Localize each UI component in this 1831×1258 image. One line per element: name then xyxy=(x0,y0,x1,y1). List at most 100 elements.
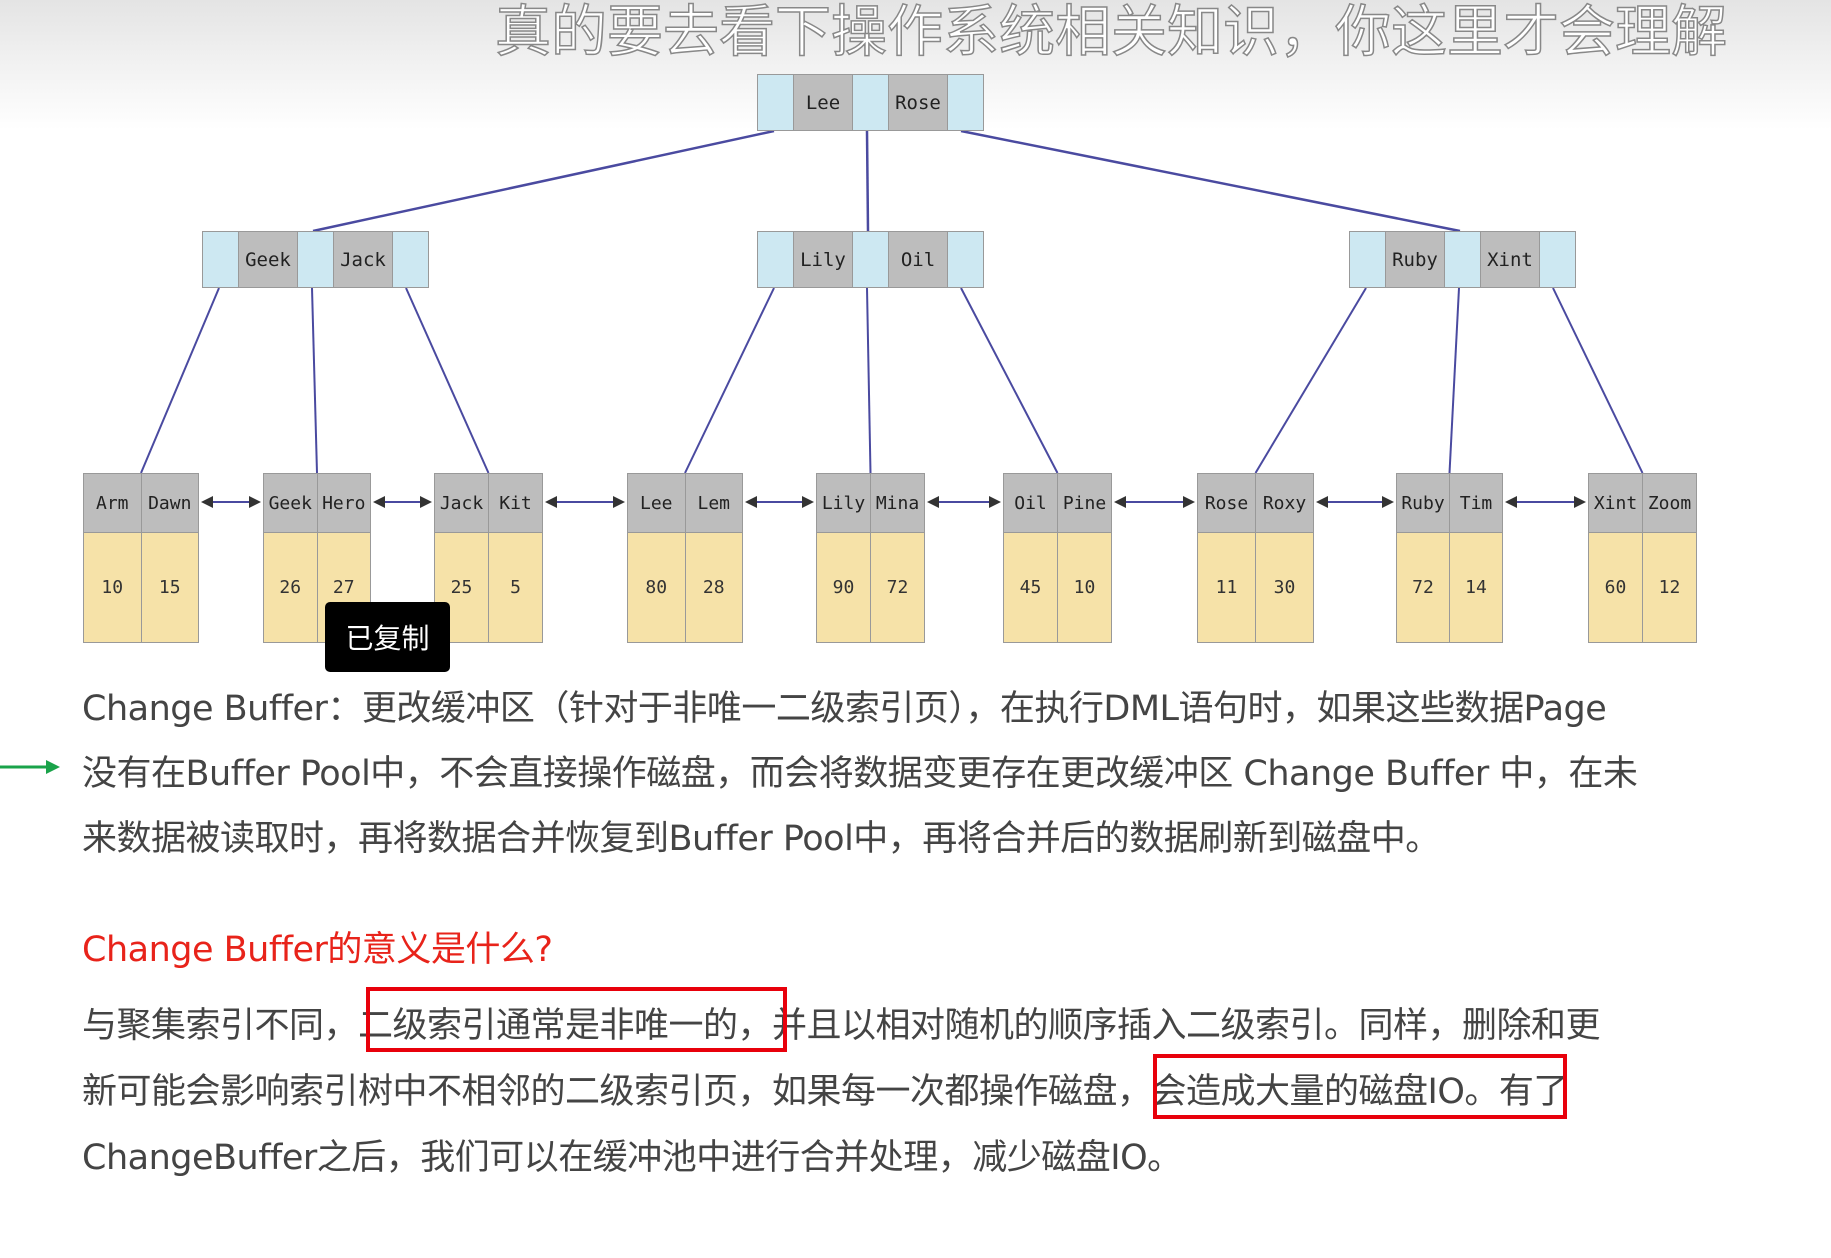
leaf-value: 10 xyxy=(84,533,141,642)
internal-edge xyxy=(866,287,872,474)
node-key: Lee xyxy=(794,75,853,130)
pointer-cell xyxy=(758,232,794,287)
leaf-value: 11 xyxy=(1198,533,1255,642)
root-edge xyxy=(312,129,775,233)
leaf-value: 10 xyxy=(1058,533,1111,642)
copied-tooltip: 已复制 xyxy=(325,602,450,672)
leaf-key: Lee xyxy=(628,474,685,533)
node-key: Lily xyxy=(794,232,853,287)
green-arrow-icon xyxy=(0,760,60,774)
node-key: Geek xyxy=(239,232,298,287)
leaf-key: Hero xyxy=(317,474,370,533)
internal-node: Geek Jack xyxy=(202,231,429,288)
leaf-value: 80 xyxy=(628,533,685,642)
leaf-value: 5 xyxy=(489,533,542,642)
internal-edge xyxy=(405,287,490,474)
internal-edge xyxy=(1552,287,1644,474)
highlight-box-disk-io xyxy=(1153,1054,1567,1119)
pointer-cell xyxy=(948,232,983,287)
arrowhead-icon xyxy=(927,496,939,508)
paragraph1-line2: 没有在Buffer Pool中，不会直接操作磁盘，而会将数据变更存在更改缓冲区 … xyxy=(82,754,1638,794)
pointer-cell xyxy=(393,232,428,287)
leaf-key: Ruby xyxy=(1397,474,1449,533)
leaf-key: Roxy xyxy=(1256,474,1313,533)
leaf-key: Mina xyxy=(871,474,924,533)
arrowhead-icon xyxy=(802,496,814,508)
arrowhead-icon xyxy=(373,496,385,508)
node-key: Jack xyxy=(334,232,393,287)
node-key: Oil xyxy=(889,232,948,287)
section-heading: Change Buffer的意义是什么? xyxy=(82,930,553,970)
pointer-cell xyxy=(298,232,334,287)
pointer-cell xyxy=(1445,232,1481,287)
pointer-cell xyxy=(853,232,889,287)
leaf-key: Kit xyxy=(489,474,542,533)
leaf-value: 30 xyxy=(1256,533,1313,642)
root-edge xyxy=(960,129,1461,233)
arrowhead-icon xyxy=(1574,496,1586,508)
node-key: Xint xyxy=(1481,232,1540,287)
arrowhead-icon xyxy=(420,496,432,508)
arrowhead-icon xyxy=(545,496,557,508)
internal-edge xyxy=(960,287,1059,474)
leaf-key: Pine xyxy=(1058,474,1111,533)
internal-edge xyxy=(311,287,318,474)
highlight-box-non-unique xyxy=(366,987,787,1052)
pointer-cell xyxy=(948,75,983,130)
arrowhead-icon xyxy=(1382,496,1394,508)
leaf-key: Arm xyxy=(84,474,141,533)
leaf-value: 90 xyxy=(817,533,870,642)
arrowhead-icon xyxy=(1316,496,1328,508)
leaf-key: Lem xyxy=(685,474,742,533)
pointer-cell xyxy=(1540,232,1575,287)
paragraph2-line1: 与聚集索引不同，二级索引通常是非唯一的，并且以相对随机的顺序插入二级索引。同样，… xyxy=(82,1006,1601,1046)
arrowhead-icon xyxy=(1114,496,1126,508)
leaf-value: 45 xyxy=(1004,533,1057,642)
leaf-value: 14 xyxy=(1450,533,1502,642)
leaf-key: Oil xyxy=(1004,474,1057,533)
arrowhead-icon xyxy=(1183,496,1195,508)
leaf-value: 15 xyxy=(141,533,198,642)
node-key: Ruby xyxy=(1386,232,1445,287)
node-key: Rose xyxy=(889,75,948,130)
leaf-key: Xint xyxy=(1589,474,1642,533)
arrowhead-icon xyxy=(1505,496,1517,508)
arrowhead-icon xyxy=(989,496,1001,508)
paragraph1-line3: 来数据被读取时，再将数据合并恢复到Buffer Pool中，再将合并后的数据刷新… xyxy=(82,819,1440,859)
pointer-cell xyxy=(1350,232,1386,287)
tree-edges xyxy=(140,129,1644,508)
internal-edge xyxy=(1448,287,1460,474)
leaf-value: 26 xyxy=(264,533,317,642)
leaf-value: 60 xyxy=(1589,533,1642,642)
internal-node: Ruby Xint xyxy=(1349,231,1576,288)
leaf-value: 72 xyxy=(1397,533,1449,642)
leaf-key: Lily xyxy=(817,474,870,533)
leaf-key: Rose xyxy=(1198,474,1255,533)
internal-edge xyxy=(1254,287,1367,474)
leaf-key: Tim xyxy=(1450,474,1502,533)
arrowhead-icon xyxy=(201,496,213,508)
leaf-value: 28 xyxy=(685,533,742,642)
pointer-cell xyxy=(758,75,794,130)
leaf-value: 72 xyxy=(871,533,924,642)
